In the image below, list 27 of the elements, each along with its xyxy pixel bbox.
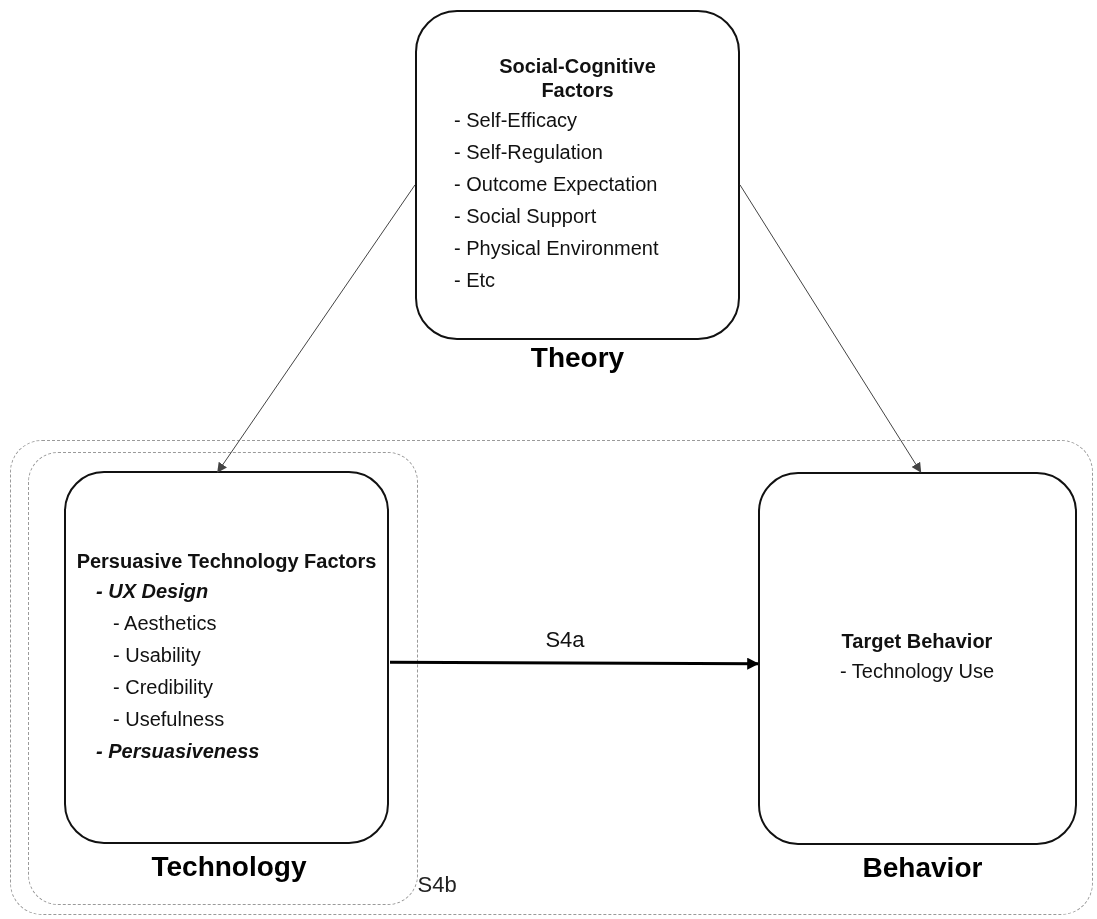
- list-item: - UX Design: [96, 578, 209, 604]
- list-item: - Physical Environment: [454, 236, 659, 261]
- list-item: - Etc: [454, 268, 496, 293]
- arrow: [217, 184, 416, 473]
- rounded-box: [64, 471, 389, 844]
- list-item: - Usefulness: [112, 706, 225, 732]
- rounded-box: [757, 471, 1077, 845]
- list-item: - Aesthetics: [112, 610, 217, 636]
- dashed-group-outline: [27, 451, 418, 905]
- box-caption: Behavior: [861, 850, 984, 885]
- box-heading: Social-Cognitive Factors: [498, 54, 657, 102]
- list-item: - Persuasiveness: [96, 738, 260, 764]
- list-item: - Social Support: [454, 204, 597, 229]
- list-item: - Self-Regulation: [454, 140, 603, 165]
- box-heading: Persuasive Technology Factors: [76, 548, 377, 573]
- box-heading: Target Behavior: [841, 629, 993, 653]
- group-label: S4b: [417, 871, 457, 898]
- list-item: - Technology Use: [839, 659, 995, 684]
- list-item: - Credibility: [112, 674, 214, 700]
- box-caption: Technology: [150, 850, 308, 884]
- arrow: [739, 184, 922, 473]
- list-item: - Outcome Expectation: [454, 172, 658, 197]
- rounded-box: [415, 10, 740, 340]
- list-item: - Self-Efficacy: [454, 108, 577, 133]
- box-caption: Theory: [529, 341, 626, 375]
- dashed-group-outline: [10, 440, 1093, 915]
- list-item: - Usability: [112, 642, 201, 668]
